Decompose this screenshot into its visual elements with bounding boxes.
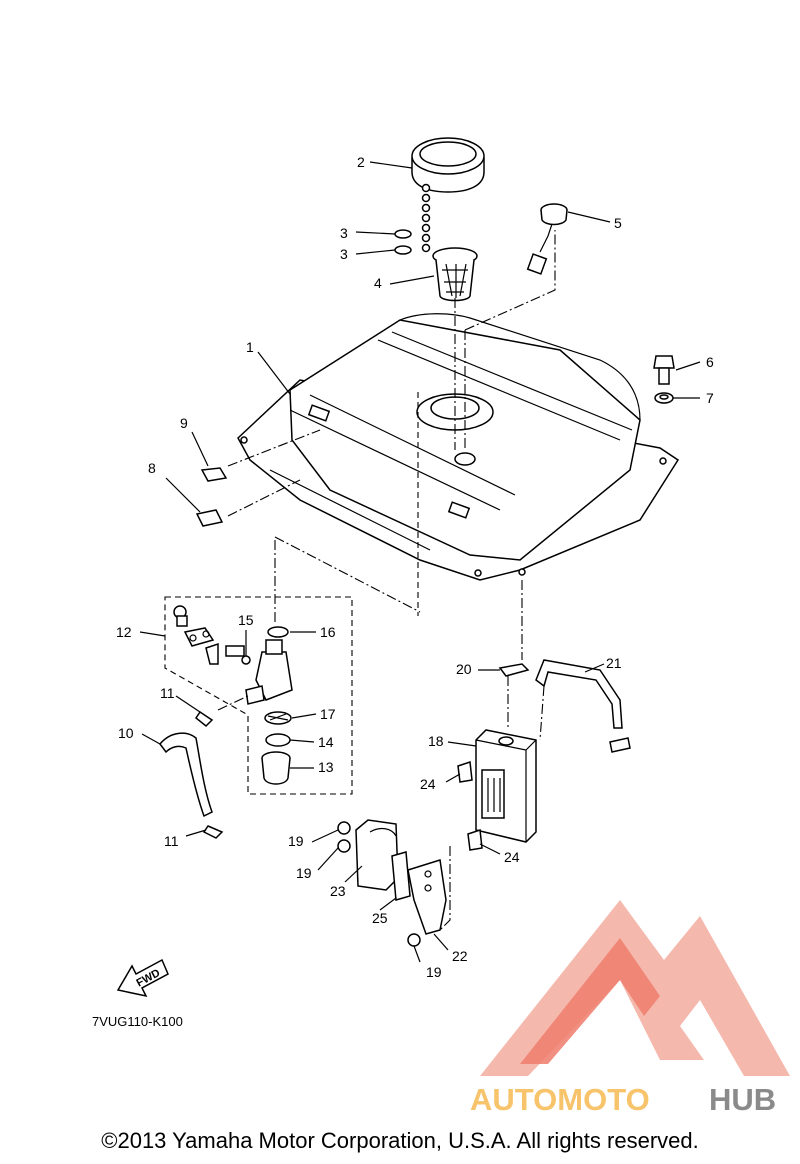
fuel-cap-part [411, 137, 485, 253]
callout-4: 4 [374, 275, 382, 291]
callout-8: 8 [148, 460, 156, 476]
callout-22: 22 [452, 948, 468, 964]
charcoal-canister-part [475, 729, 537, 843]
callout-10: 10 [118, 725, 134, 741]
callout-3b: 3 [340, 246, 348, 262]
bracket-parts [337, 760, 483, 947]
callout-2: 2 [357, 154, 365, 170]
fuel-hose-part [159, 710, 224, 839]
assembly-leader-lines [217, 230, 556, 931]
callout-12: 12 [116, 624, 132, 640]
callout-15: 15 [238, 612, 254, 628]
callout-23: 23 [330, 883, 346, 899]
callout-11b: 11 [164, 833, 179, 849]
copyright-text: ©2013 Yamaha Motor Corporation, U.S.A. A… [101, 1128, 699, 1153]
washer-7-part [654, 392, 674, 404]
callout-11a: 11 [160, 685, 175, 701]
fwd-arrow-icon: FWD [116, 958, 169, 998]
callout-9: 9 [180, 415, 188, 431]
callout-labels: 1 2 3 3 4 5 6 7 8 9 10 11 11 12 13 14 15… [116, 154, 714, 980]
callout-19a: 19 [288, 833, 304, 849]
automotohub-watermark-logo: AUTOMOTO HUB [470, 900, 790, 1117]
fuel-gauge-part [526, 203, 568, 275]
callout-1: 1 [246, 339, 254, 355]
bolt-part [653, 355, 675, 385]
strainer-part [432, 247, 478, 302]
callout-6: 6 [706, 354, 714, 370]
callout-7: 7 [706, 390, 714, 406]
callout-20: 20 [456, 661, 472, 677]
callout-13: 13 [318, 759, 334, 775]
cap-chain [421, 183, 431, 253]
washer-parts [394, 229, 412, 255]
callout-3a: 3 [340, 225, 348, 241]
fuel-cock-assembly [164, 596, 353, 795]
pad-parts [195, 467, 228, 527]
callout-leaders [139, 161, 701, 963]
canister-hoses [498, 659, 631, 753]
callout-18: 18 [428, 733, 444, 749]
fuel-tank-part [237, 313, 680, 581]
diagram-code: 7VUG110-K100 [92, 1014, 183, 1029]
callout-5: 5 [614, 215, 622, 231]
fwd-label: FWD [134, 967, 162, 989]
callout-21: 21 [606, 655, 622, 671]
callout-25: 25 [372, 910, 388, 926]
callout-19b: 19 [296, 865, 312, 881]
callout-14: 14 [318, 734, 334, 750]
callout-24b: 24 [504, 849, 520, 865]
watermark-text-hub: HUB [709, 1082, 776, 1117]
callout-24a: 24 [420, 776, 436, 792]
callout-17: 17 [320, 706, 336, 722]
callout-16: 16 [320, 624, 336, 640]
watermark-text-primary: AUTOMOTO [470, 1082, 650, 1117]
callout-19c: 19 [426, 964, 442, 980]
